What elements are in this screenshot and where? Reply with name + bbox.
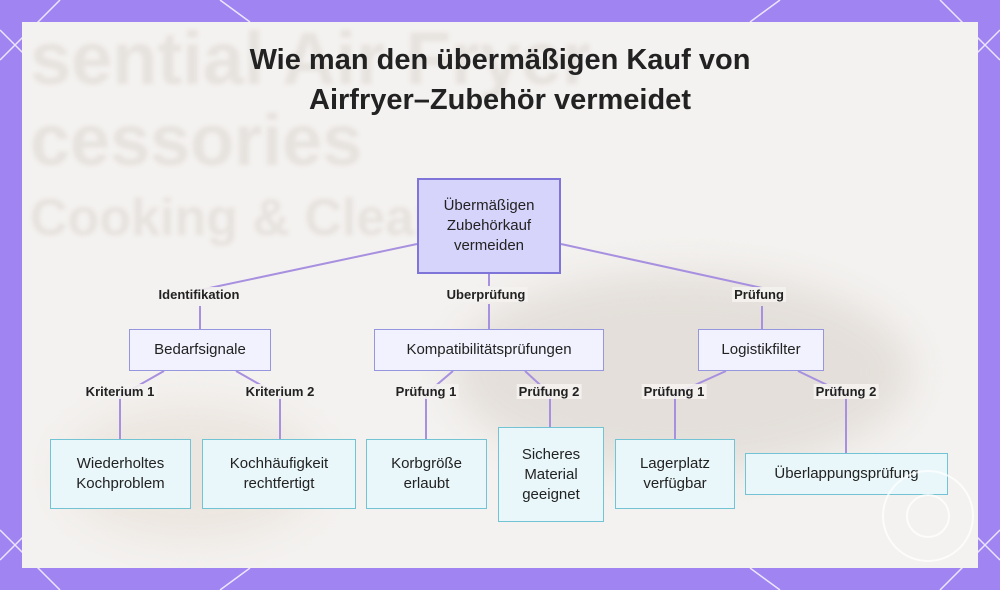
- edge-label-criterion-2: Kriterium 2: [243, 384, 317, 399]
- background-text: cessories: [30, 101, 363, 181]
- edge-label-check-1: Prüfung 1: [393, 384, 459, 399]
- root-node: Übermäßigen Zubehörkauf vermeiden: [417, 178, 561, 274]
- node-logistics-filter: Logistikfilter: [698, 329, 824, 371]
- edge-label-check: Prüfung: [732, 287, 786, 302]
- pot-icon: [906, 494, 950, 538]
- edge-label-criterion-1: Kriterium 1: [83, 384, 157, 399]
- watermark-badge: [882, 470, 974, 562]
- edge-label-identification: Identifikation: [156, 287, 242, 302]
- node-repeated-cooking-problem: Wiederholtes Kochproblem: [50, 439, 191, 509]
- node-storage-space: Lagerplatz verfügbar: [615, 439, 735, 509]
- page-title: Wie man den übermäßigen Kauf von Airfrye…: [22, 40, 978, 120]
- node-cooking-frequency: Kochhäufigkeit rechtfertigt: [202, 439, 356, 509]
- edge-label-check-2: Prüfung 2: [813, 384, 879, 399]
- edge-label-verification: Uberprüfung: [444, 287, 528, 302]
- node-basket-size: Korbgröße erlaubt: [366, 439, 487, 509]
- title-line: Wie man den übermäßigen Kauf von: [249, 44, 751, 76]
- background-text: sential Air Fryer: [30, 22, 591, 100]
- node-compatibility-checks: Kompatibilitätsprüfungen: [374, 329, 604, 371]
- edge-label-check-2: Prüfung 2: [516, 384, 582, 399]
- title-line: Airfryer–Zubehör vermeidet: [309, 84, 691, 116]
- background-text: Cooking & Clean: [30, 189, 447, 247]
- edge-label-check-1: Prüfung 1: [641, 384, 707, 399]
- node-needs-signals: Bedarfsignale: [129, 329, 271, 371]
- node-safe-material: Sicheres Material geeignet: [498, 427, 604, 522]
